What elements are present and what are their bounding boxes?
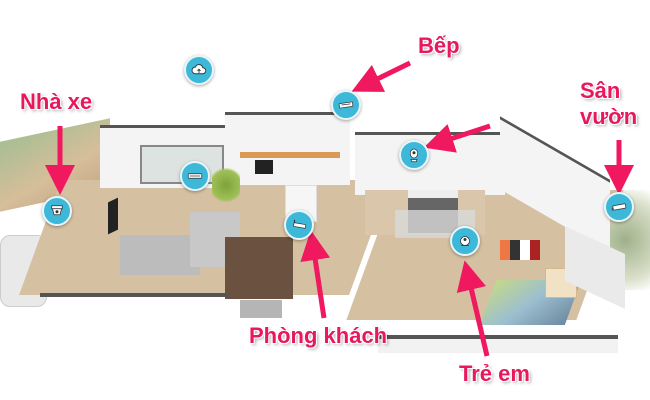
arrow-kids-room: [456, 260, 490, 357]
label-garage: Nhà xe: [20, 89, 93, 114]
baby-monitor-camera-icon[interactable]: [450, 226, 480, 256]
plant: [212, 165, 240, 205]
front-edge-right: [378, 335, 618, 339]
doormat: [240, 300, 282, 318]
rug: [120, 235, 200, 275]
arrow-kitchen: [351, 60, 412, 92]
bullet-camera-icon[interactable]: [331, 90, 361, 120]
label-garden-line2: vườn: [580, 104, 638, 129]
ptz-camera-icon[interactable]: [42, 196, 72, 226]
front-edge-left: [40, 293, 230, 297]
toy-shelf: [500, 240, 540, 260]
wardrobe: [225, 237, 293, 299]
kitchen-wall: [225, 112, 350, 185]
arrow-living-room: [300, 230, 331, 319]
kitchen-appliances: [255, 160, 273, 174]
bullet-camera-icon[interactable]: [604, 192, 634, 222]
label-garden-line1: Sân: [580, 78, 621, 103]
label-living-room: Phòng khách: [249, 323, 388, 348]
bullet-camera-icon[interactable]: [284, 210, 314, 240]
cloud-upload-icon[interactable]: [184, 55, 214, 85]
label-garden: Sân vườn: [580, 78, 637, 130]
arrow-bedroom: [423, 123, 491, 153]
baby-monitor-camera-icon[interactable]: [399, 140, 429, 170]
label-kitchen: Bếp: [418, 33, 460, 58]
label-kids-room: Trẻ em: [459, 361, 530, 386]
bullet-camera-icon[interactable]: [180, 161, 210, 191]
front-wall-right: [378, 339, 618, 353]
kitchen-counter: [240, 152, 340, 158]
